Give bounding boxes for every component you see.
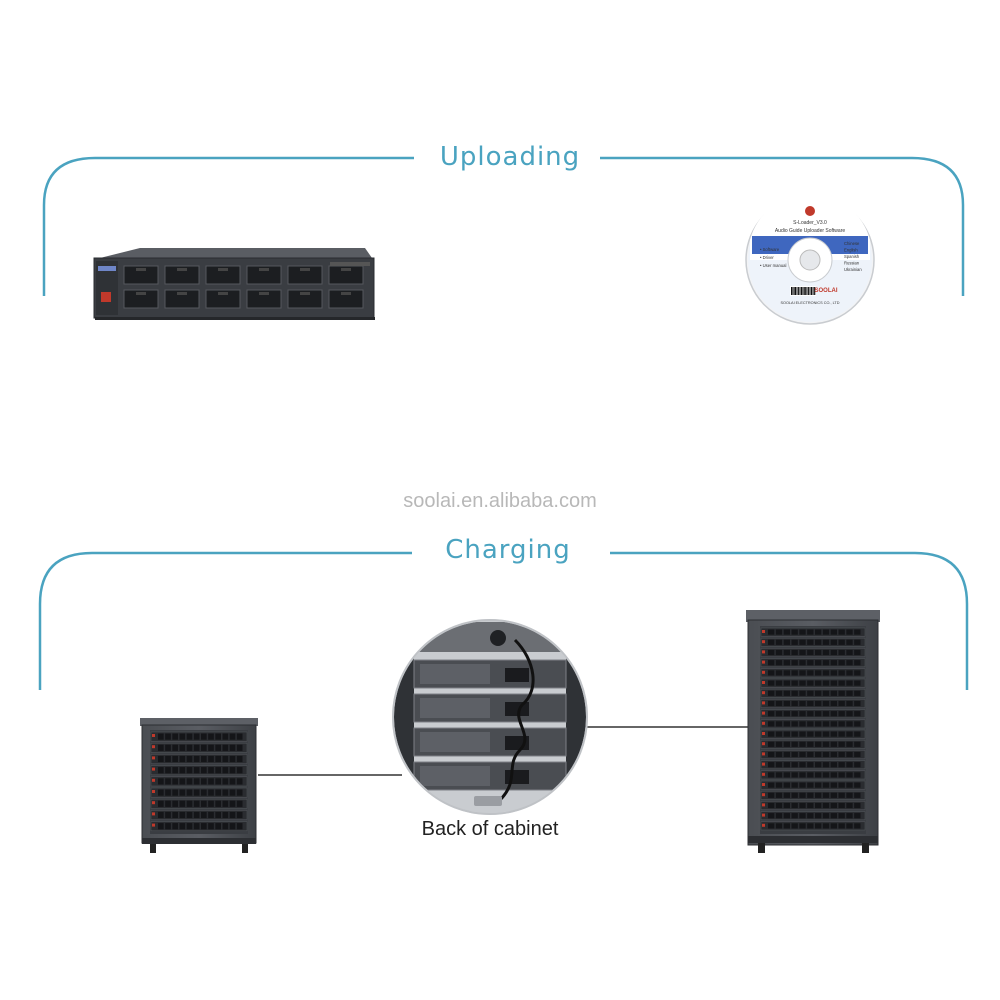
cd-right-item: Spanish [844, 254, 860, 259]
power-plug-icon [505, 668, 529, 682]
cd-brand: SOOLAI [814, 288, 837, 294]
cd-right-item: Chinese [844, 241, 860, 246]
power-socket-icon [490, 630, 506, 646]
uploader-device [93, 248, 375, 320]
cd-left-item: • User manual [760, 263, 786, 268]
watermark-text: soolai.en.alibaba.com [403, 490, 597, 512]
device-logo-icon [98, 266, 116, 271]
uploader-port [205, 265, 241, 285]
cd-right-item: Ukrainian [844, 267, 862, 272]
uploading-bracket-left [42, 156, 414, 296]
uploader-port [246, 265, 282, 285]
uploader-port [287, 265, 323, 285]
charging-heading: Charging [445, 535, 571, 565]
cd-title: S-Loader_V3.0 [793, 220, 827, 226]
cd-company: SOOLAI ELECTRONICS CO., LTD [780, 301, 839, 305]
power-plug-icon [505, 770, 529, 784]
uploader-port [328, 289, 364, 309]
cd-subtitle: Audio Guide Uploader Software [775, 228, 846, 234]
uploader-port [287, 289, 323, 309]
back-of-cabinet-detail [392, 619, 588, 815]
cd-left-item: • Software [760, 247, 780, 252]
power-switch-icon [101, 292, 111, 302]
cd-right-item: Russian [844, 261, 860, 266]
barcode-icon [790, 286, 816, 296]
small-charging-cabinet [140, 718, 258, 853]
power-plug-icon [505, 702, 529, 716]
uploading-bracket-right [600, 156, 965, 296]
uploader-port [123, 289, 159, 309]
uploader-port [205, 289, 241, 309]
charging-bracket-right [610, 551, 969, 690]
uploader-port [246, 289, 282, 309]
cd-left-item: • Driver [760, 255, 774, 260]
uploading-heading: Uploading [439, 142, 581, 172]
back-of-cabinet-caption: Back of cabinet [421, 818, 559, 840]
software-cd: S-Loader_V3.0 Audio Guide Uploader Softw… [745, 193, 875, 325]
charging-bracket-left [38, 551, 412, 690]
uploader-port [164, 289, 200, 309]
uploader-port [164, 265, 200, 285]
uploader-port [123, 265, 159, 285]
cd-right-item: English [844, 248, 858, 253]
large-charging-cabinet [746, 610, 880, 853]
cd-logo-icon [805, 206, 815, 216]
